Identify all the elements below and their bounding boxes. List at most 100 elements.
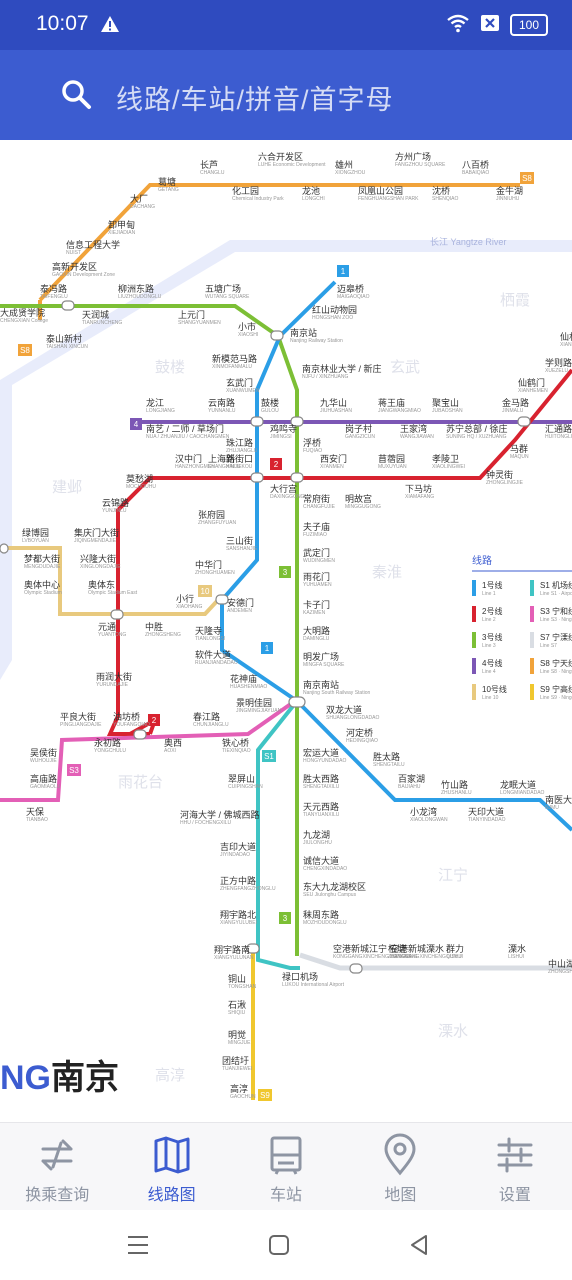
station-label[interactable]: 苏宁总部 / 徐庄 (446, 423, 508, 434)
station-label[interactable]: 凤凰山公园 (358, 186, 403, 196)
nav-station[interactable]: 车站 (229, 1123, 343, 1211)
line-badge-3[interactable] (279, 912, 291, 924)
station-label[interactable]: 群力 (446, 943, 464, 954)
station-label[interactable]: 聚宝山 (432, 397, 459, 408)
station-label[interactable]: 宏运大道 (303, 747, 339, 758)
nav-transfer-query[interactable]: 换乘查询 (0, 1123, 114, 1211)
station-label[interactable]: 奥西 (164, 737, 182, 748)
line-10[interactable] (0, 546, 220, 616)
line-badge-3[interactable] (279, 566, 291, 578)
station-label[interactable]: 信息工程大学 (66, 239, 120, 250)
station-label[interactable]: 八百桥 (462, 159, 489, 170)
station-label[interactable]: 五塘广场 (205, 283, 241, 294)
station-label[interactable]: 鸡鸣寺 (270, 423, 297, 434)
station-label[interactable]: 奥体东 (88, 579, 115, 590)
station-label[interactable]: 集庆门大街 (74, 527, 119, 538)
station-label[interactable]: 龙池 (302, 185, 320, 196)
station-label[interactable]: 小龙湾 (410, 806, 437, 817)
line-badge-4[interactable] (130, 418, 142, 430)
station-label[interactable]: 河定桥 (346, 727, 373, 738)
station-label[interactable]: 新街口 (226, 453, 253, 464)
station-label[interactable]: 九龙湖 (303, 829, 330, 840)
station-label[interactable]: 柘塘 (388, 943, 406, 954)
station-label[interactable]: 双龙大道 (326, 704, 362, 715)
station-label[interactable]: 方州广场 (395, 151, 431, 162)
station-label[interactable]: 天印大道 (468, 806, 504, 817)
station-label[interactable]: 武定门 (303, 547, 330, 558)
station-label[interactable]: 雨润大街 (96, 671, 132, 682)
station-label[interactable]: 南京南站 (303, 679, 339, 690)
station-label[interactable]: 王家湾 (400, 423, 427, 434)
station-label[interactable]: 三山街 (226, 535, 253, 546)
station-label[interactable]: 钟灵街 (486, 469, 513, 480)
nav-line-map[interactable]: 线路图 (114, 1123, 228, 1211)
metro-map-canvas[interactable]: 长江 Yangtze River 鼓楼 玄武 栖霞 建邺 秦淮 雨花台 江宁 溧… (0, 140, 572, 1122)
station-label[interactable]: 胜太路 (373, 751, 400, 762)
nav-settings[interactable]: 设置 (458, 1123, 572, 1211)
station-label[interactable]: 西安门 (320, 453, 347, 464)
station-label[interactable]: 空港新城溧水 (390, 943, 444, 954)
station-label[interactable]: 禄口机场 (282, 971, 318, 982)
station-label[interactable]: 化工园 (232, 185, 259, 196)
station-label[interactable]: 泰冯路 (40, 283, 67, 294)
station-label[interactable]: 苜蓿园 (378, 453, 405, 464)
station-label[interactable]: 龙江 (146, 397, 164, 408)
search-icon[interactable] (60, 78, 92, 114)
station-label[interactable]: 天元西路 (303, 801, 339, 812)
station-label[interactable]: 小行 (176, 593, 194, 604)
station-label[interactable]: 安德门 (227, 597, 254, 608)
line-badge-1[interactable] (261, 642, 273, 654)
station-label[interactable]: 绿博园 (22, 527, 49, 538)
station-label[interactable]: 中华门 (195, 559, 222, 570)
station-label[interactable]: 大厂 (130, 193, 148, 204)
station-label[interactable]: 景明佳园 (236, 697, 272, 708)
station-label[interactable]: 玄武门 (226, 377, 253, 388)
metro-map[interactable]: 长江 Yangtze River 鼓楼 玄武 栖霞 建邺 秦淮 雨花台 江宁 溧… (0, 140, 572, 1122)
line-badge-1[interactable] (337, 265, 349, 277)
line-badge-10[interactable] (198, 585, 212, 597)
station-label[interactable]: 天润城 (82, 309, 109, 320)
station-label[interactable]: 油坊桥 (113, 711, 140, 722)
station-label[interactable]: 正方中路 (220, 875, 256, 886)
station-label[interactable]: 南京林业大学 / 新庄 (302, 363, 382, 374)
station-label[interactable]: 吴侯街 (30, 747, 57, 758)
station-label[interactable]: 团结圩 (222, 1055, 249, 1066)
home-icon[interactable] (268, 1234, 290, 1260)
station-label[interactable]: 张府园 (198, 509, 225, 520)
station-label[interactable]: 石湫 (228, 1000, 246, 1010)
line-badge-s9[interactable] (258, 1089, 272, 1101)
station-label[interactable]: 学则路 (545, 357, 572, 368)
station-label[interactable]: 翔宇路北 (220, 909, 256, 920)
station-label[interactable]: 中山湖 (548, 958, 572, 969)
station-label[interactable]: 铁心桥 (222, 737, 249, 748)
station-label[interactable]: 浮桥 (303, 437, 321, 448)
station-label[interactable]: 大明路 (303, 625, 330, 636)
station-label[interactable]: 奥体中心 (24, 579, 60, 590)
station-label[interactable]: 高新开发区 (52, 261, 97, 272)
station-label[interactable]: 高庙路 (30, 773, 57, 784)
station-label[interactable]: 汉中门 (175, 453, 202, 464)
station-label[interactable]: 金马路 (502, 397, 529, 408)
station-label[interactable]: 雨花门 (303, 571, 330, 582)
station-label[interactable]: 明故宫 (345, 493, 372, 504)
line-s3[interactable] (0, 699, 297, 802)
station-label[interactable]: 沈桥 (432, 185, 450, 196)
station-label[interactable]: 秣周东路 (303, 909, 339, 920)
menu-icon[interactable] (126, 1234, 150, 1260)
search-input[interactable]: 线路/车站/拼音/首字母 (116, 85, 394, 115)
station-label[interactable]: 诚信大道 (303, 855, 339, 866)
station-label[interactable]: 南京站 (290, 327, 317, 338)
station-label[interactable]: 空港新城江宁 (333, 943, 387, 954)
station-label[interactable]: 永初路 (94, 737, 121, 748)
station-label[interactable]: 鼓楼 (261, 397, 279, 408)
station-label[interactable]: 马群 (510, 443, 528, 454)
station-label[interactable]: 高淳 (230, 1083, 248, 1094)
line-s8[interactable] (38, 183, 520, 320)
station-label[interactable]: 卸甲甸 (108, 219, 135, 230)
station-label[interactable]: 竹山路 (441, 779, 468, 790)
station-label[interactable]: 葛塘 (158, 176, 176, 187)
station-label[interactable]: 九华山 (320, 397, 347, 408)
line-s7[interactable] (299, 952, 572, 971)
station-label[interactable]: 仙鹤门 (518, 377, 545, 388)
station-label[interactable]: 汇通路 (545, 423, 572, 434)
